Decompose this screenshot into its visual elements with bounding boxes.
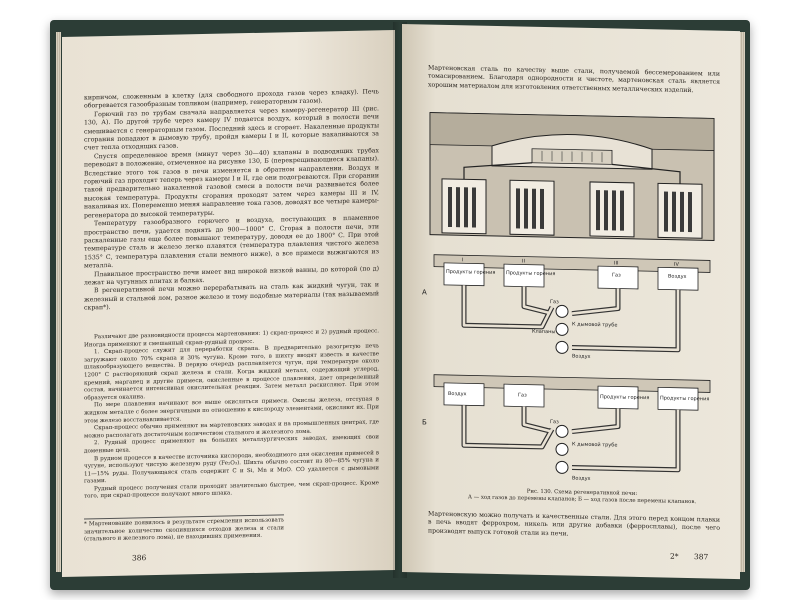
chamber-label: IV (674, 262, 679, 268)
flow-label: Продукты горения (446, 269, 495, 276)
small-paragraph: 1. Скрап-процесс служит для переработки … (84, 343, 379, 402)
flow-label: Продукты горения (660, 395, 709, 402)
figure-caption: Рис. 130. Схема регенеративной печи: А —… (462, 487, 702, 506)
gas-label: Газ (550, 419, 559, 425)
scheme-a-label: А (422, 288, 427, 296)
paragraph: Горючий газ по трубам сначала направляет… (84, 105, 379, 152)
paragraph: Спустя определенное время (минут через 3… (84, 147, 379, 220)
air-label: Воздух (572, 354, 591, 360)
right-top-text: Мартеновская сталь по качеству выше стал… (428, 64, 720, 94)
page-marker: 2* (670, 551, 679, 561)
scheme-b-label: Б (422, 418, 427, 426)
page-number: 387 (694, 552, 709, 562)
gas-label: Газ (550, 299, 559, 305)
furnace-cross-section (429, 112, 715, 242)
flow-label: Газ (612, 272, 621, 278)
regenerator-chambers (441, 178, 703, 239)
chimney-label: К дымовой трубе (572, 321, 617, 329)
open-book: кирпичом, сложенным в клетку (для свобод… (50, 12, 750, 590)
flow-label: Продукты горения (506, 270, 555, 277)
left-small-text: Различают две разновидности процесса мар… (84, 328, 379, 501)
left-page: кирпичом, сложенным в клетку (для свобод… (62, 30, 395, 577)
right-page: Мартеновская сталь по качеству выше стал… (402, 24, 740, 580)
paragraph: В регенеративной печи можно перерабатыва… (84, 281, 379, 312)
flow-label: Продукты горения (600, 394, 649, 401)
scheme-b: Б Воздух Газ Продукты горения Продукты г… (422, 374, 711, 482)
air-label: Воздух (572, 476, 591, 482)
chamber-label: III (614, 260, 618, 266)
page-number: 386 (132, 553, 147, 563)
left-main-text: кирпичом, сложенным в клетку (для свобод… (84, 88, 379, 313)
page-edges-left (56, 32, 61, 572)
footnote: * Мартенование появилось в результате ст… (84, 514, 284, 545)
right-bottom-text: Мартеновскую можно получать и качественн… (428, 510, 720, 538)
flow-label: Газ (518, 392, 527, 398)
chamber-label: I (462, 257, 463, 263)
valves-label: Клапаны (532, 329, 555, 335)
flow-label: Воздух (668, 274, 687, 280)
regenerative-furnace-figure: А I II III IV Продукты горения Продукты … (422, 112, 715, 482)
scheme-a: А I II III IV Продукты горения Продукты … (422, 254, 711, 360)
paragraph: Температуру газообразного горючего и воз… (84, 214, 379, 270)
page-edges-right (740, 32, 745, 572)
flow-label: Воздух (448, 391, 467, 397)
chimney-label: К дымовой трубе (572, 441, 617, 449)
chamber-label: II (522, 259, 525, 265)
